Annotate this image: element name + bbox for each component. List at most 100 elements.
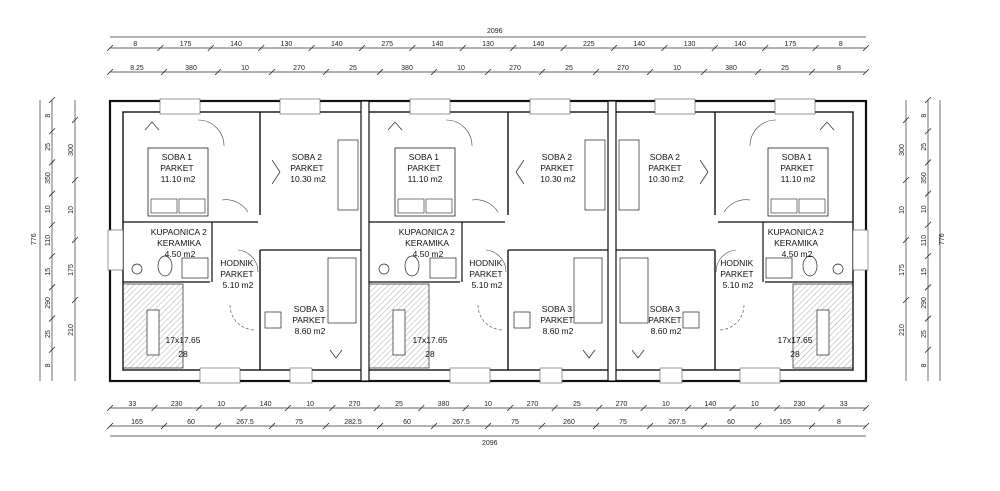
dimension-tick (773, 404, 781, 412)
dimension-tick (761, 44, 769, 52)
room-label-unit1-hodnik: HODNIK PARKET 5.10 m2 (220, 258, 256, 290)
unit-2 (368, 112, 608, 370)
room-label-unit1-soba1: SOBA 1 PARKET 11.10 m2 (160, 152, 196, 184)
dimension-tick (509, 44, 517, 52)
dimension-label: 10 (673, 65, 681, 72)
dimension-tick (329, 404, 336, 412)
dimension-tick (240, 404, 247, 412)
dimension-tick (902, 296, 910, 304)
dimension-label: 8 (921, 363, 928, 367)
dimension-label: 10 (306, 401, 314, 408)
unit-3 (616, 112, 854, 370)
dimension-tick (729, 404, 736, 412)
dimension-label: 25 (921, 330, 928, 338)
room-label-unit3-soba3: SOBA 3 PARKET 8.60 m2 (648, 304, 684, 336)
dimension-tick (560, 44, 567, 52)
dimension-label: 140 (633, 41, 645, 48)
dimension-tick (48, 159, 56, 166)
dimension-label: 33 (840, 401, 848, 408)
dimension-tick (284, 404, 292, 412)
dimension-label: 140 (331, 41, 343, 48)
dimension-tick (48, 315, 56, 322)
dimension-tick (462, 404, 470, 412)
dimension-label: 25 (565, 65, 573, 72)
dimension-label: 75 (619, 419, 627, 426)
dimension-label: 270 (617, 65, 629, 72)
dimension-label: 230 (793, 401, 805, 408)
dimension-label: 270 (616, 401, 628, 408)
dimension-label: 25 (349, 65, 357, 72)
dimension-tick (214, 422, 222, 430)
dimension-tick (358, 44, 366, 52)
dimension-label: 8 (839, 41, 843, 48)
dimension-tick (373, 404, 381, 412)
dimension-label: 290 (921, 297, 928, 309)
room-labels: SOBA 1 PARKET 11.10 m2 SOBA 2 PARKET 10.… (151, 152, 824, 336)
stair-size-unit1: 17x17.65 (166, 335, 201, 345)
dimension-tick (268, 422, 276, 430)
dimension-label: 380 (725, 65, 737, 72)
dimension-tick (862, 44, 870, 52)
stair-size-unit3: 17x17.65 (778, 335, 813, 345)
dimension-tick (376, 68, 384, 76)
dimension-label: 15 (45, 268, 52, 276)
dimension-tick (700, 422, 708, 430)
dimension-label: 300 (68, 144, 75, 156)
dimension-tick (924, 96, 932, 104)
dimension-tick (151, 404, 158, 412)
dimension-label: 175 (68, 264, 75, 276)
dimension-label: 60 (403, 419, 411, 426)
unit-1 (122, 112, 361, 370)
dimension-label: 270 (527, 401, 539, 408)
dimension-label: 110 (45, 235, 52, 246)
dimension-tick (924, 159, 932, 166)
stair-labels: 17x17.65 28 17x17.65 28 17x17.65 28 (166, 335, 813, 359)
dimension-tick (924, 315, 932, 322)
right-total-dimension: 776 (939, 233, 946, 245)
dimension-tick (430, 422, 438, 430)
dimension-tick (71, 176, 79, 184)
dimension-tick (484, 422, 492, 430)
dimension-label: 75 (511, 419, 519, 426)
dimension-label: 10 (484, 401, 492, 408)
dimension-label: 140 (734, 41, 746, 48)
dimension-label: 8 (837, 419, 841, 426)
dimension-label: 380 (185, 65, 197, 72)
dimension-label: 8 (45, 114, 52, 118)
dimension-tick (106, 44, 114, 52)
dimension-label: 270 (509, 65, 521, 72)
dimension-tick (924, 252, 932, 260)
outer-walls (107, 98, 869, 384)
dimension-label: 10 (457, 65, 465, 72)
dimension-tick (71, 116, 79, 124)
dimension-tick (924, 190, 932, 197)
dimension-tick (924, 346, 932, 354)
dimension-tick (48, 284, 56, 291)
dimension-tick (862, 68, 870, 76)
dimension-tick (48, 252, 56, 260)
dimension-tick (322, 422, 330, 430)
dimension-label: 15 (921, 268, 928, 276)
dimension-label: 225 (583, 41, 595, 48)
room-label-unit1-soba3: SOBA 3 PARKET 8.60 m2 (292, 304, 328, 336)
dimension-tick (71, 296, 79, 304)
dimension-label: 60 (727, 419, 735, 426)
dimension-tick (160, 422, 168, 430)
dimension-label: 25 (395, 401, 403, 408)
dimension-tick (257, 44, 265, 52)
dimension-tick (700, 68, 708, 76)
room-label-unit3-hodnik: HODNIK PARKET 5.10 m2 (720, 258, 756, 290)
dimension-tick (157, 44, 164, 52)
dimension-label: 10 (241, 65, 249, 72)
dimension-label: 260 (563, 419, 575, 426)
dimension-label: 140 (260, 401, 272, 408)
dimension-label: 140 (533, 41, 545, 48)
dimension-label: 10 (45, 205, 52, 213)
